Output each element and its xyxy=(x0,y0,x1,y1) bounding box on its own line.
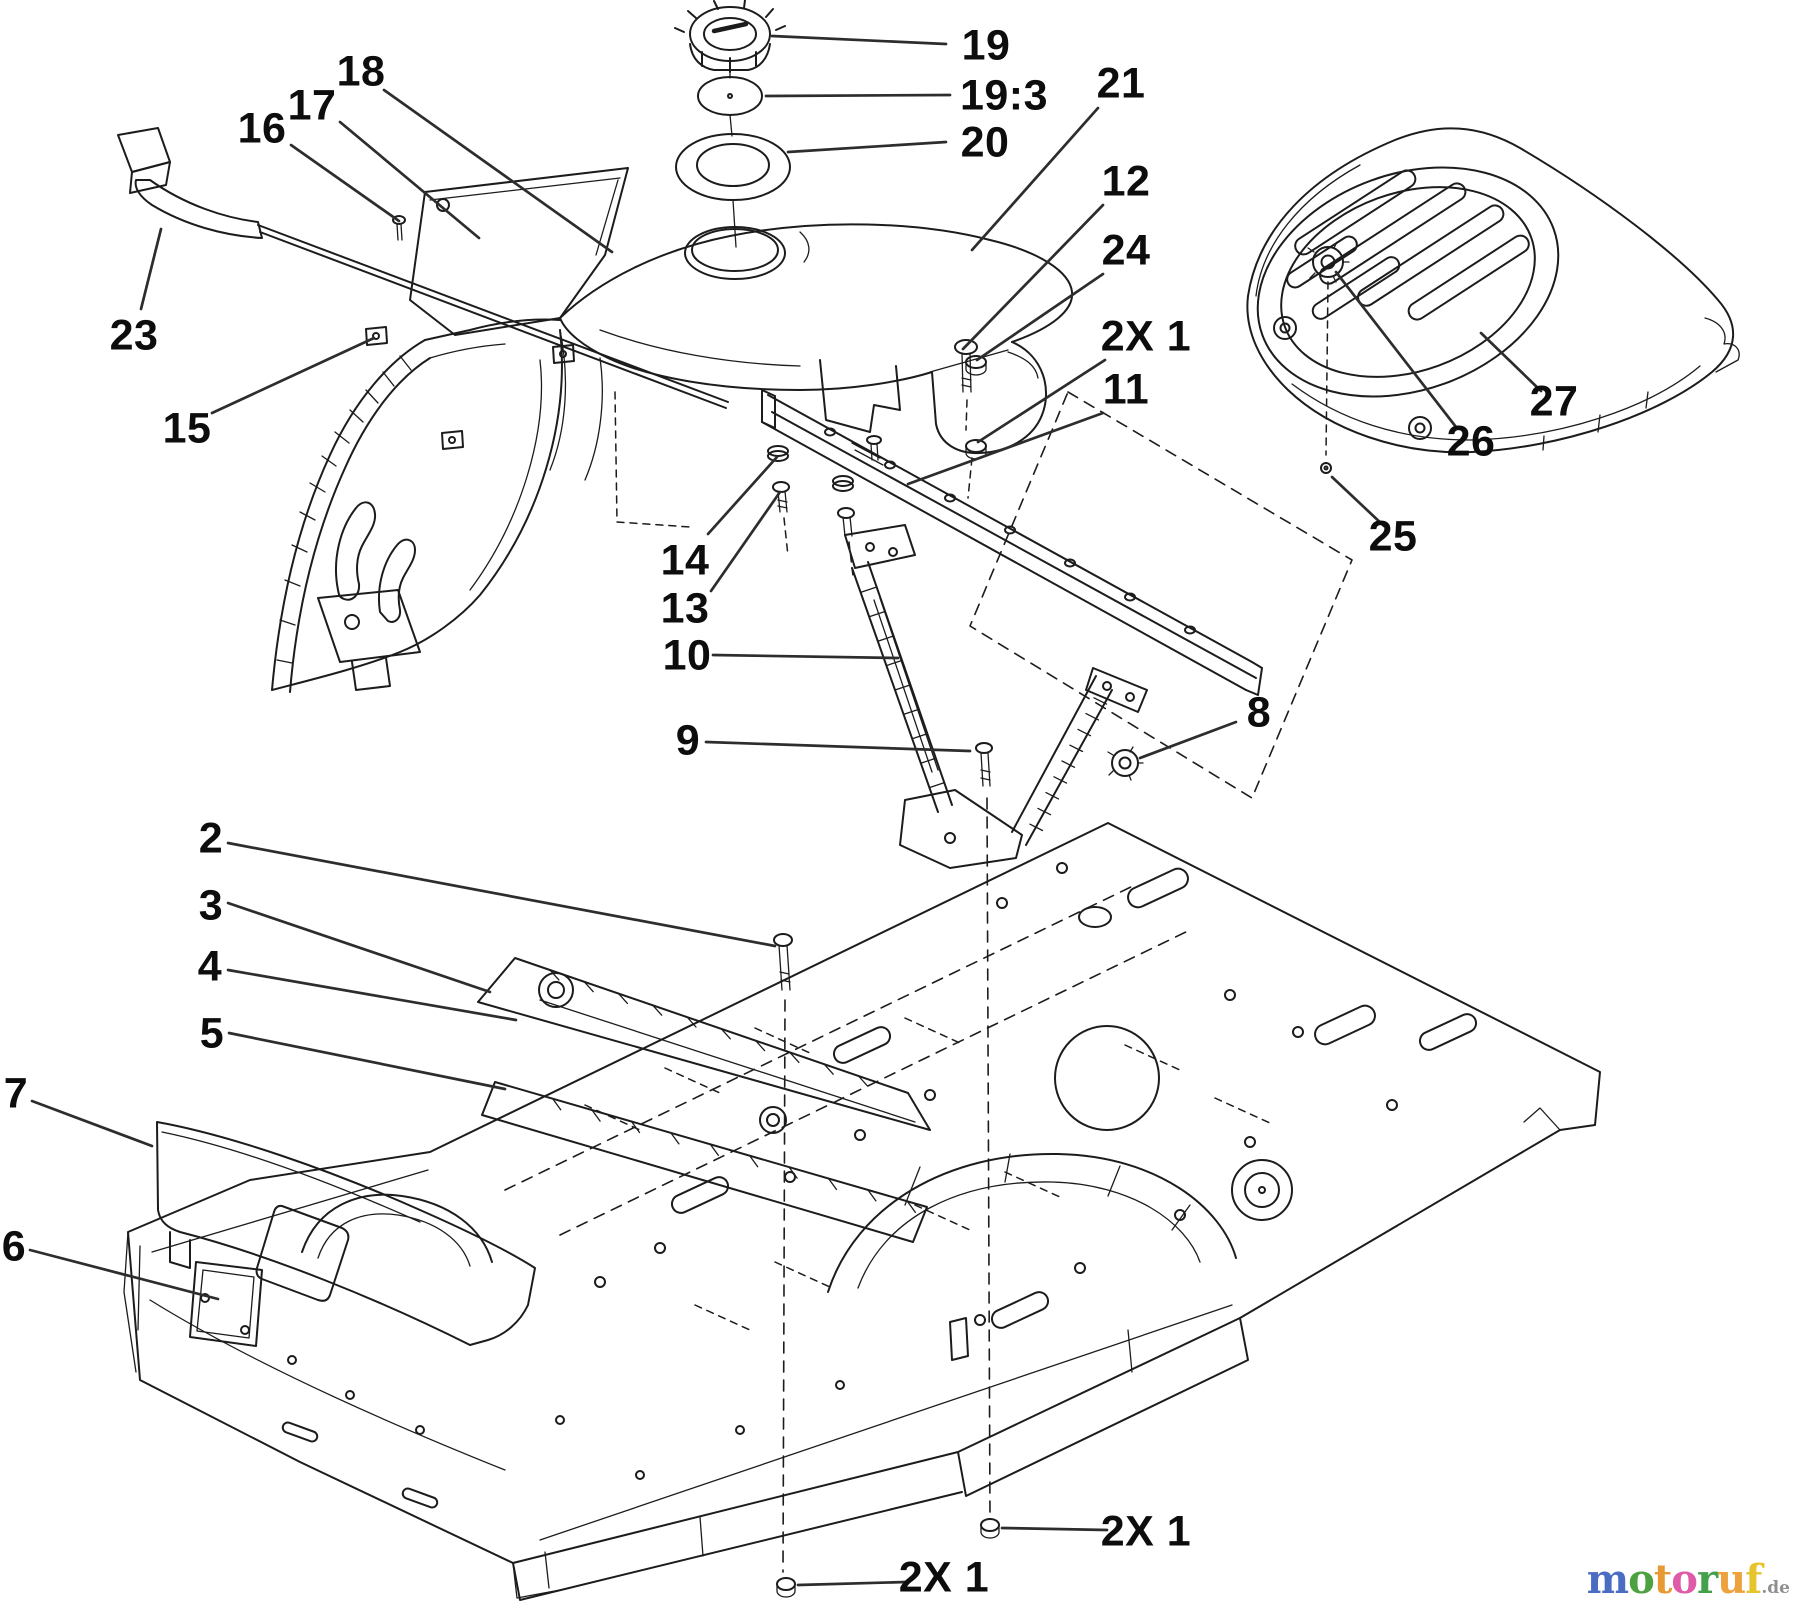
callout-25: 25 xyxy=(1368,512,1418,561)
callout-12: 12 xyxy=(1101,157,1151,206)
callout-27: 27 xyxy=(1529,377,1579,426)
washer-14-part xyxy=(767,445,789,462)
fuel-neck-gasket-part xyxy=(675,133,791,248)
leader-line-2x1-bottom xyxy=(796,1580,908,1587)
watermark-logo: motoruf.de xyxy=(1587,1560,1790,1600)
callout-21: 21 xyxy=(1096,59,1146,108)
callout-6: 6 xyxy=(1,1222,27,1271)
watermark-letter: r xyxy=(1696,1556,1718,1603)
leader-line-6 xyxy=(28,1248,220,1301)
callout-20: 20 xyxy=(960,118,1010,167)
dash-panel-part xyxy=(156,1121,536,1346)
leader-line-10 xyxy=(711,653,900,660)
leader-line-26 xyxy=(1334,270,1458,429)
leader-line-27 xyxy=(1479,331,1543,393)
leader-line-2 xyxy=(226,841,777,948)
callout-8: 8 xyxy=(1246,688,1272,737)
callout-10: 10 xyxy=(662,631,712,680)
callout-24: 24 xyxy=(1101,226,1151,275)
fuel-cap-part xyxy=(674,0,786,79)
watermark-letter: t xyxy=(1653,1556,1673,1603)
knob-8-part xyxy=(1107,746,1144,781)
leader-line-24 xyxy=(975,272,1105,362)
leader-line-7 xyxy=(30,1099,154,1148)
mount-bracket-part xyxy=(477,957,931,1243)
callout-14: 14 xyxy=(660,536,710,585)
engine-cover-part xyxy=(1246,127,1740,454)
nut-2x1-right-part xyxy=(980,1518,1000,1539)
bolt-12-part xyxy=(954,339,978,431)
watermark-letter: u xyxy=(1717,1556,1746,1603)
callout-17: 17 xyxy=(287,81,337,130)
leader-line-18 xyxy=(382,88,614,254)
clip-nut-parts xyxy=(365,326,575,450)
leader-line-4 xyxy=(226,968,518,1022)
cover-knob-26-part xyxy=(1307,241,1350,456)
leader-line-19 xyxy=(770,34,948,46)
leader-line-14 xyxy=(706,455,779,536)
callout-15: 15 xyxy=(162,404,212,453)
callout-5: 5 xyxy=(199,1009,225,1058)
washer-bolt-pair-2 xyxy=(832,475,855,577)
leader-line-21 xyxy=(970,106,1100,252)
bolt-13-part xyxy=(772,481,790,557)
callout-13: 13 xyxy=(660,584,710,633)
cover-projection-outline xyxy=(969,391,1353,799)
leader-line-11 xyxy=(906,411,1105,486)
watermark-letter: f xyxy=(1745,1556,1762,1603)
callout-19: 19 xyxy=(961,21,1011,70)
callout-9: 9 xyxy=(675,716,701,765)
nut-2x1-top-part xyxy=(965,439,987,499)
chassis-frame-part xyxy=(123,822,1601,1601)
leader-line-23 xyxy=(139,227,163,311)
control-rod-part xyxy=(117,127,729,409)
callout-2: 2 xyxy=(198,814,224,863)
v-brace-part xyxy=(844,524,1148,869)
leader-line-2x1-top xyxy=(976,358,1107,444)
bolt-2-part xyxy=(773,933,793,1573)
leader-lines xyxy=(28,34,1543,1587)
watermark-letter: o xyxy=(1628,1556,1655,1603)
leader-line-12 xyxy=(961,203,1105,351)
callout-2x1-top: 2X 1 xyxy=(1100,312,1192,361)
side-panel-part xyxy=(409,167,629,336)
nut-24-part xyxy=(965,355,987,376)
screw-16-part xyxy=(392,215,406,241)
leader-line-17 xyxy=(338,120,481,240)
leader-line-13 xyxy=(709,490,782,593)
rail-bolt-small xyxy=(866,435,882,461)
watermark-letter: m xyxy=(1586,1556,1629,1603)
callout-4: 4 xyxy=(197,942,223,991)
callout-23: 23 xyxy=(109,311,159,360)
callout-3: 3 xyxy=(198,881,224,930)
watermark-letter: o xyxy=(1671,1556,1698,1603)
leader-line-5 xyxy=(227,1031,507,1091)
leader-line-8 xyxy=(1138,720,1238,760)
cap-seal-disc-part xyxy=(697,76,763,137)
leader-line-3 xyxy=(226,901,492,994)
decal-plate-part xyxy=(189,1261,263,1347)
leader-line-19-3 xyxy=(764,93,952,98)
callout-26: 26 xyxy=(1446,417,1496,466)
leader-line-2x1-right xyxy=(1000,1526,1109,1532)
callout-7: 7 xyxy=(3,1069,29,1118)
support-rail-part xyxy=(761,389,1263,696)
callout-2x1-bottom: 2X 1 xyxy=(898,1553,990,1602)
watermark-tld: .de xyxy=(1761,1578,1790,1598)
leader-line-15 xyxy=(210,336,376,415)
screw-25-part xyxy=(1320,462,1332,474)
bolt-9-part xyxy=(975,742,993,1519)
leader-line-9 xyxy=(704,740,972,753)
leader-line-16 xyxy=(289,143,401,223)
callout-18: 18 xyxy=(336,47,386,96)
callout-2x1-right: 2X 1 xyxy=(1100,1507,1192,1556)
nut-2x1-bottom-part xyxy=(776,1577,796,1598)
callout-11: 11 xyxy=(1102,365,1150,414)
leader-line-20 xyxy=(786,140,948,154)
leader-line-25 xyxy=(1330,475,1386,528)
callout-19-3: 19:3 xyxy=(959,71,1049,120)
callout-16: 16 xyxy=(237,104,287,153)
